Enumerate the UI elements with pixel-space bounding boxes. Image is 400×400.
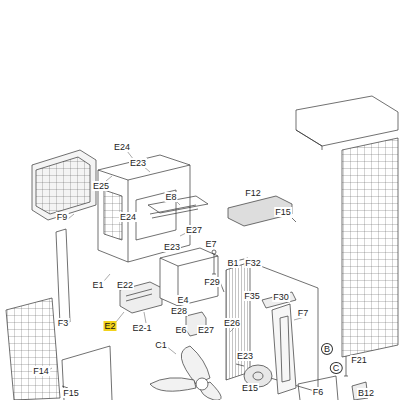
callout-number: F3 [57,318,70,328]
callout-number: F15 [62,388,80,398]
callout-number: F21 [350,355,368,365]
callout-number: E28 [170,306,188,316]
callout-number: E15 [241,383,259,393]
callout-number: F32 [244,258,262,268]
callout-number: E23 [236,351,254,361]
callout-number: F29 [203,277,221,287]
callout-number: E7 [204,239,217,249]
callout-number: E4 [176,295,189,305]
callout-number: F14 [32,366,50,376]
callout-number: B [321,343,333,355]
callout-number: E6 [174,325,187,335]
callout-number: F30 [272,292,290,302]
callout-number: F35 [243,291,261,301]
callout-number: B12 [357,388,375,398]
callout-number: C [330,362,343,374]
callout-number: F12 [244,188,262,198]
callout-number: E23 [129,158,147,168]
callout-number: E25 [92,181,110,191]
callout-number: E22 [116,280,134,290]
callout-number: E23 [163,242,181,252]
callout-number: E2 [103,321,116,331]
callout-number: E24 [119,212,137,222]
callout-number: E24 [113,142,131,152]
callout-number: E1 [91,280,104,290]
callout-number: B1 [226,258,239,268]
callout-number: E2-1 [131,323,152,333]
callout-number: E27 [197,325,215,335]
callout-number: E8 [164,192,177,202]
callout-number: F7 [297,308,310,318]
callout-number: F6 [312,387,325,397]
callout-number: F15 [274,207,292,217]
callout-number: E27 [185,225,203,235]
callout-number: C1 [154,340,168,350]
callout-number: E26 [223,318,241,328]
callout-number: F9 [56,212,69,222]
